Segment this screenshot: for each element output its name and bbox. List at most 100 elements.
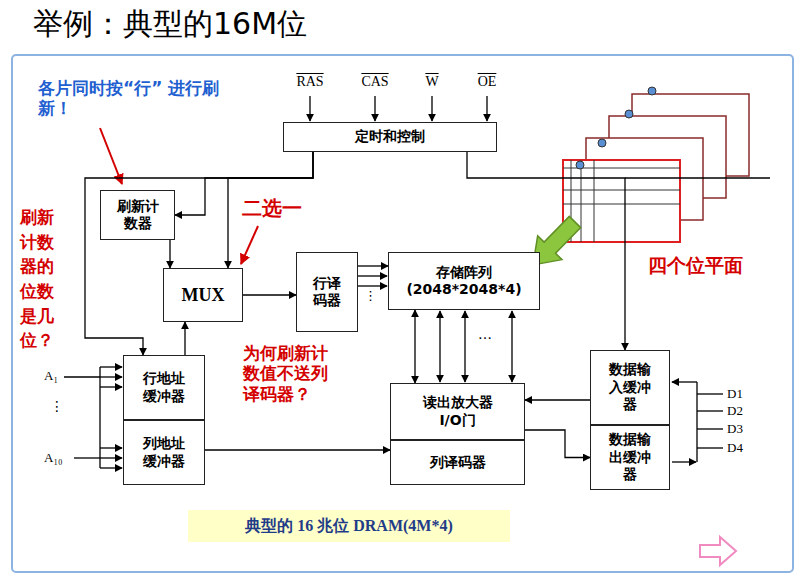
signal-wire <box>431 96 432 121</box>
data-output-buffer: 数据输出缓冲器 <box>590 425 670 490</box>
data-wire <box>672 461 696 462</box>
connector <box>169 240 170 268</box>
next-arrow <box>700 537 736 565</box>
connector <box>243 294 296 295</box>
frame <box>12 55 793 572</box>
signal-wire <box>374 96 375 121</box>
row-line <box>358 285 387 286</box>
grid-line <box>581 160 582 242</box>
connector <box>525 430 590 458</box>
data-wires <box>672 382 723 462</box>
plane-dot <box>648 87 656 95</box>
pin-name: D2 <box>727 403 743 419</box>
box-text: 行译码器 <box>311 275 343 310</box>
address-wire <box>100 386 122 387</box>
bit-line <box>439 311 440 382</box>
callout-note: 为何刷新计数值不送列译码器？ <box>243 343 335 404</box>
address-wire <box>100 457 122 458</box>
pin-name: D3 <box>727 421 743 437</box>
address-wires <box>64 367 122 468</box>
grid-line <box>594 160 595 242</box>
box-text: 读出放大器 I/O门 <box>418 394 498 429</box>
callout-note: 刷新计数器的位数是几位？ <box>20 205 56 353</box>
ellipsis: ⋮ <box>364 288 377 304</box>
data-wire <box>697 428 723 429</box>
bit-planes <box>563 87 749 242</box>
bit-lines <box>440 311 512 382</box>
connector <box>358 265 388 266</box>
slide-title: 举例：典型的16M位 <box>33 4 307 45</box>
callout-note: 各片同时按“行” 进行刷新！ <box>38 78 228 119</box>
connectors <box>85 152 625 458</box>
signal-name: W <box>412 74 452 91</box>
row-lines <box>358 276 387 286</box>
control-box: 定时和控制 <box>283 122 497 152</box>
box-text: 行地址缓冲器 <box>141 370 187 405</box>
data-wire <box>672 381 697 382</box>
callout-arrow <box>100 128 122 184</box>
data-wire <box>697 393 723 394</box>
address-wire <box>100 366 122 367</box>
bit-line <box>464 311 465 382</box>
pin-name: D1 <box>727 386 743 402</box>
plane-grid <box>563 160 680 242</box>
address-wire <box>64 376 100 377</box>
ellipsis: … <box>478 326 492 343</box>
signal-name: RAS <box>290 74 330 91</box>
row-decoder: 行译码器 <box>296 252 358 332</box>
grid-line <box>563 190 680 191</box>
control-bus <box>625 177 770 178</box>
plane-dot <box>625 110 633 118</box>
grid-line <box>563 204 680 205</box>
box-text: 典型的 16 兆位 DRAM(4M*4) <box>245 516 453 536</box>
pin-name: A₁ <box>44 368 58 384</box>
connector <box>525 399 590 400</box>
box-text: 数据输出缓冲器 <box>607 431 653 484</box>
plane-dot <box>598 139 606 147</box>
bit-line <box>511 311 512 382</box>
address-wire <box>74 457 100 458</box>
connector <box>467 152 625 350</box>
address-wire <box>100 376 122 377</box>
row-address-buffer: 行地址缓冲器 <box>123 355 205 420</box>
data-input-buffer: 数据输入缓冲器 <box>590 350 670 425</box>
box-text: 刷新计数器 <box>115 198 161 233</box>
callout-note: 二选一 <box>242 196 302 220</box>
address-wire <box>100 447 122 448</box>
bit-plane <box>563 160 680 242</box>
callout-arrow <box>241 226 258 264</box>
refresh-counter: 刷新计数器 <box>100 190 175 240</box>
signal-name: OE <box>467 74 507 91</box>
signal-wire <box>486 96 487 121</box>
box-text: MUX <box>182 284 225 307</box>
sense-amplifier: 读出放大器 I/O门 <box>390 383 525 440</box>
plane-dot <box>576 161 584 169</box>
box-text: (2048*2048*4) <box>406 281 521 299</box>
caption-band: 典型的 16 兆位 DRAM(4M*4) <box>188 510 510 542</box>
data-wire <box>697 447 723 448</box>
address-wire <box>99 367 100 468</box>
memory-array: 存储阵列(2048*2048*4) <box>388 252 540 310</box>
connector <box>205 449 390 450</box>
ellipsis: ⋮ <box>50 398 64 415</box>
box-text: 定时和控制 <box>355 128 425 146</box>
signal-wire <box>309 96 310 121</box>
box-text: 数据输入缓冲器 <box>607 361 653 414</box>
connector <box>184 322 185 355</box>
pin-name: D4 <box>727 440 743 456</box>
column-decoder: 列译码器 <box>390 440 525 485</box>
column-address-buffer: 列地址缓冲器 <box>123 420 205 485</box>
box-text: 存储阵列 <box>436 264 492 282</box>
callout-note: 四个位平面 <box>648 254 743 277</box>
pin-name: A₁₀ <box>44 450 62 466</box>
connector <box>414 310 415 383</box>
signal-name: CAS <box>355 74 395 91</box>
address-wire <box>100 467 122 468</box>
control-inputs <box>310 96 487 121</box>
data-wire <box>697 410 723 411</box>
mux-box: MUX <box>163 268 243 322</box>
row-line <box>358 275 387 276</box>
connector <box>228 152 313 268</box>
